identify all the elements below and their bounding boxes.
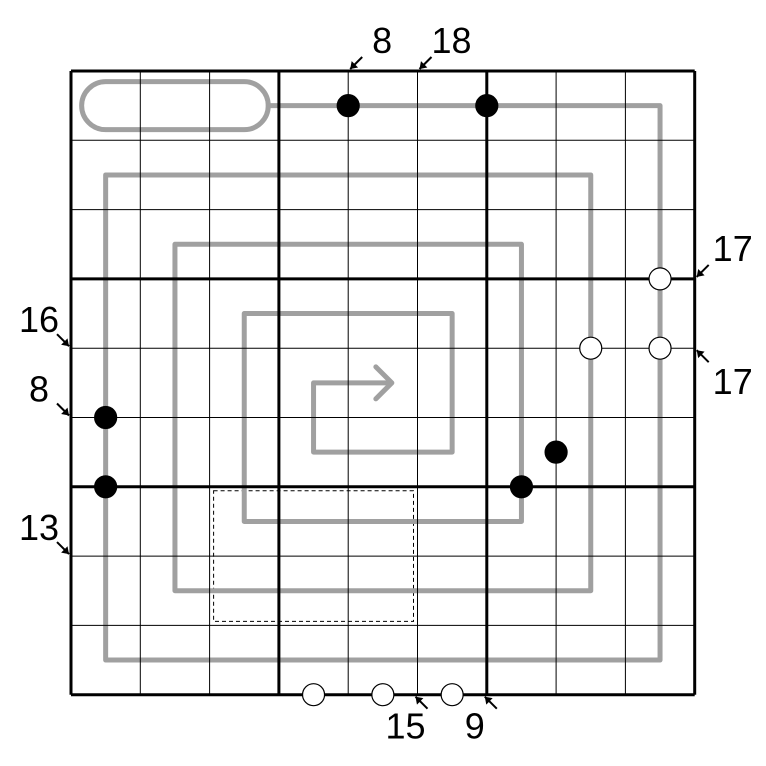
outside-clue-left: 16: [19, 299, 70, 347]
clue-arrowhead-icon: [61, 407, 69, 416]
clue-arrowhead-icon: [61, 546, 69, 555]
white-dot: [648, 336, 672, 360]
clue-value: 16: [19, 299, 59, 340]
black-dot: [94, 475, 118, 499]
outside-clue-bottom: 9: [465, 695, 498, 747]
outside-clues: 8 18 17 17 16 8 13 15 9: [19, 20, 753, 747]
clue-arrowhead-icon: [61, 338, 69, 347]
white-dot: [579, 336, 603, 360]
outside-clue-left: 8: [29, 369, 70, 417]
white-dot: [440, 683, 464, 707]
black-dot: [544, 440, 568, 464]
clue-value: 8: [29, 369, 49, 410]
clue-arrowhead-icon: [415, 696, 424, 705]
clue-arrowhead-icon: [696, 350, 705, 359]
black-dot: [94, 405, 118, 430]
clue-value: 15: [385, 706, 425, 747]
path-start-loop: [79, 79, 271, 133]
sudoku-grid: [69, 69, 697, 697]
clue-arrowhead-icon: [419, 61, 428, 69]
black-dot: [509, 475, 534, 499]
clue-value: 18: [431, 20, 471, 61]
white-dot: [648, 267, 672, 291]
outside-clue-top: 8: [349, 20, 392, 70]
clue-arrowhead-icon: [350, 61, 359, 69]
outside-clue-top: 18: [418, 20, 472, 70]
outside-clue-left: 13: [19, 507, 70, 555]
white-dot: [301, 683, 326, 707]
clue-value: 8: [372, 20, 392, 61]
outside-clue-right: 17: [695, 349, 753, 402]
path-spiral: [103, 103, 663, 663]
white-dot: [371, 683, 395, 707]
clue-value: 17: [713, 228, 753, 269]
path-end-arrow-icon: [373, 364, 395, 402]
kropki-dots: [94, 94, 672, 707]
black-dot: [475, 94, 499, 118]
clue-value: 9: [465, 706, 485, 747]
outside-clue-right: 17: [695, 228, 753, 278]
clue-arrowhead-icon: [484, 696, 493, 705]
spiral-path: [79, 79, 663, 663]
black-dot: [336, 94, 360, 118]
outside-clue-bottom: 15: [385, 695, 429, 747]
clue-value: 13: [19, 507, 59, 548]
clue-value: 17: [713, 361, 753, 402]
clue-arrowhead-icon: [696, 269, 705, 277]
